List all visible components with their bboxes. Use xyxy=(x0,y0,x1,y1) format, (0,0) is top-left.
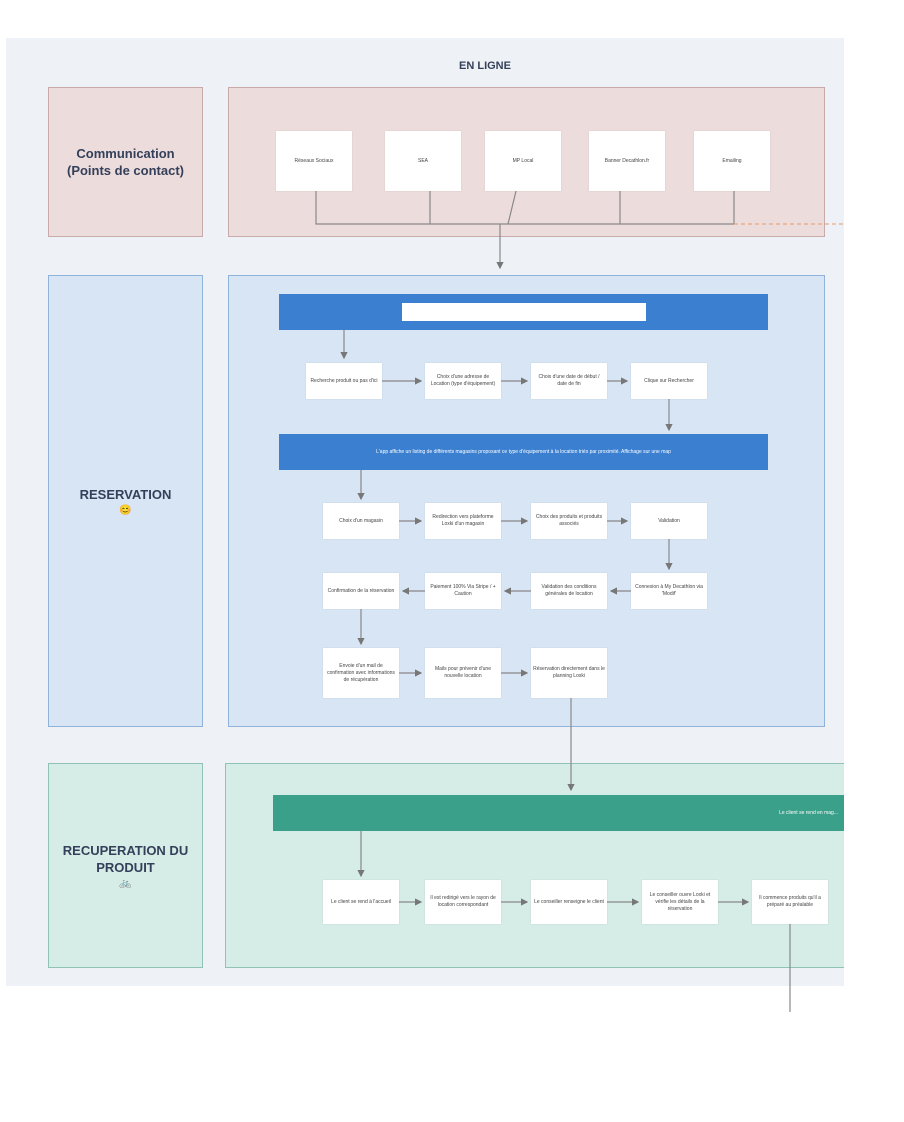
comm-box-mp-local: MP Local xyxy=(485,131,561,191)
res-box-choix-produits: Choix des produits et produits associés xyxy=(531,503,607,539)
res-box-recherche: Recherche produit ou pas d'ici xyxy=(306,363,382,399)
smile-emoji-icon: 😊 xyxy=(119,504,132,516)
lane-label-recuperation: RECUPERATION DU PRODUIT 🚲 xyxy=(48,763,203,968)
res-box-reservation-planning: Réservation directement dans le planning… xyxy=(531,648,607,698)
comm-box-sea: SEA xyxy=(385,131,461,191)
comm-box-banner: Banner Decathlon.fr xyxy=(589,131,665,191)
rec-box-rayon: Il est redirigé vers le rayon de locatio… xyxy=(425,880,501,924)
res-box-choix-adresse: Choix d'une adresse de Location (type d'… xyxy=(425,363,501,399)
res-box-validation-conditions: Validation des conditions générales de l… xyxy=(531,573,607,609)
comm-bracket xyxy=(315,190,735,225)
res-box-choix-magasin: Choix d'un magasin xyxy=(323,503,399,539)
res-box-validation: Validation xyxy=(631,503,707,539)
lane-label-text: RESERVATION xyxy=(79,486,172,502)
lane-label-line2: (Points de contact) xyxy=(66,163,184,178)
lane-label-line1: RECUPERATION DU xyxy=(62,842,189,858)
lane-label-line1: Communication xyxy=(76,146,175,161)
res-box-confirmation: Confirmation de la réservation xyxy=(323,573,399,609)
res-box-mails-prevenir: Mails pour prévenir d'une nouvelle locat… xyxy=(425,648,501,698)
lane-label-reservation: RESERVATION 😊 xyxy=(48,275,203,727)
rec-box-loxki: Le conseiller ouvre Loxki et vérifie les… xyxy=(642,880,718,924)
rec-box-commence: Il commence produits qu'il a préparé au … xyxy=(752,880,828,924)
res-box-clique-rechercher: Clique sur Rechercher xyxy=(631,363,707,399)
res-box-choix-date: Choix d'une date de début / date de fin xyxy=(531,363,607,399)
header-title: EN LIGNE xyxy=(459,60,511,72)
recuperation-bar-text: Le client se rend en mag... xyxy=(779,810,838,816)
rec-box-accueil: Le client se rend à l'accueil xyxy=(323,880,399,924)
comm-box-reseaux-sociaux: Réseaux Sociaux xyxy=(276,131,352,191)
bar-text-field xyxy=(401,303,646,321)
lane-label-communication: Communication (Points de contact) xyxy=(48,87,203,237)
res-box-connexion: Connexion à My Decathlon via 'Modif' xyxy=(631,573,707,609)
rec-box-conseiller: Le conseiller renseigne le client xyxy=(531,880,607,924)
res-box-paiement: Paiement 100% Via Stripe / + Caution xyxy=(425,573,501,609)
res-box-envoi-mail: Envoie d'un mail de confirmation avec in… xyxy=(323,648,399,698)
recuperation-bar: Le client se rend en mag... xyxy=(273,795,844,831)
bike-emoji-icon: 🚲 xyxy=(119,877,132,889)
reservation-bar-listing: L'app affiche un listing de différents m… xyxy=(279,434,768,470)
res-box-redirection: Redirection vers plateforme Loxki d'un m… xyxy=(425,503,501,539)
lane-label-line2: PRODUIT xyxy=(96,859,155,875)
comm-box-emailing: Emailing xyxy=(694,131,770,191)
reservation-bar-top xyxy=(279,294,768,330)
